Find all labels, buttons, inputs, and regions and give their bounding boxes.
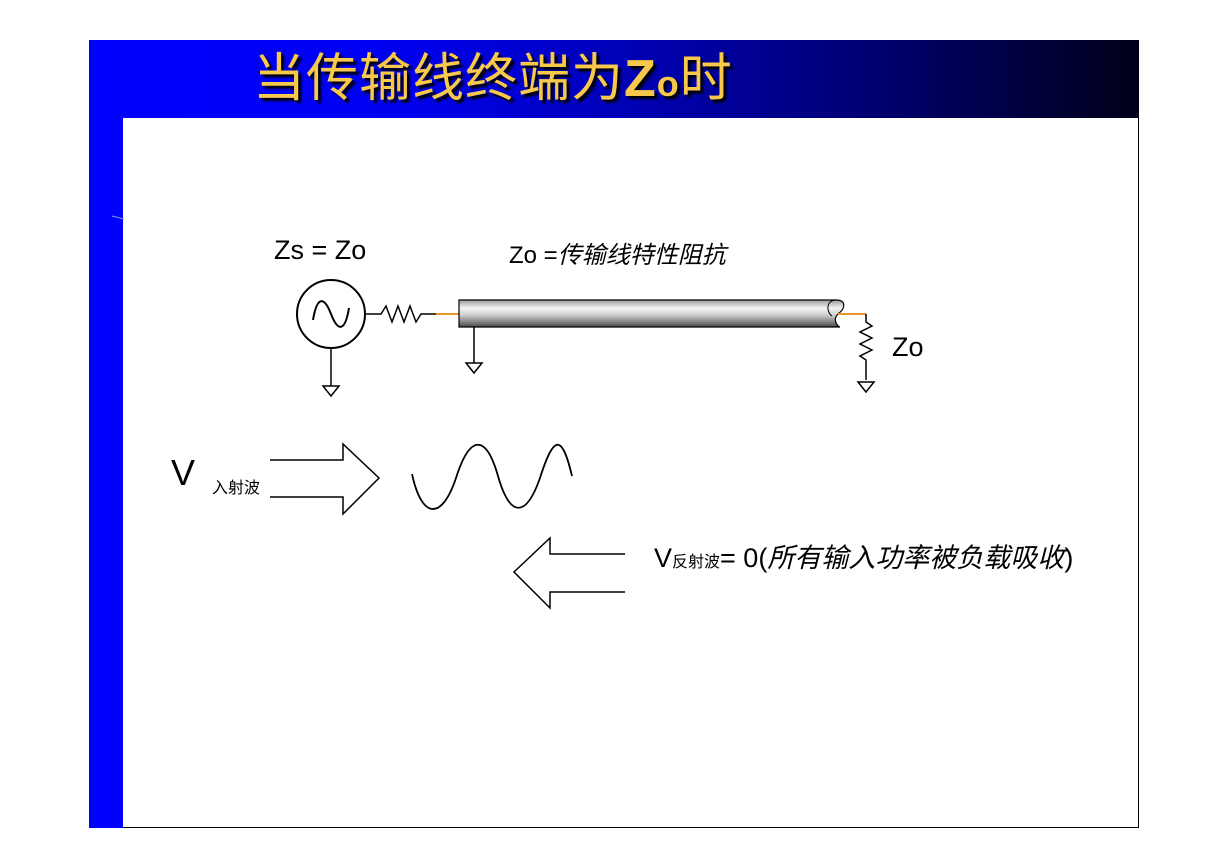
incident-arrow-icon: [270, 442, 381, 516]
reflected-arrow-icon: [512, 536, 625, 610]
source-resistor-icon: [365, 303, 436, 325]
load-resistor-icon: [856, 314, 876, 394]
zo-symbol: Zo =: [509, 242, 558, 269]
source-ground-icon: [321, 348, 341, 398]
reflected-equals: = 0(: [720, 543, 768, 573]
reflected-voltage-label: V反射波= 0(所有输入功率被负载吸收): [654, 541, 1104, 579]
zo-description: 传输线特性阻抗: [557, 241, 726, 269]
source-impedance-label: Zs = Zo: [274, 235, 367, 265]
left-accent-bar: [89, 118, 123, 828]
title-bar: 当传输线终端为Zo时: [89, 40, 1139, 118]
artifact-mark: [111, 215, 125, 220]
reflected-close: ): [1064, 543, 1074, 573]
zo-definition-label: Zo =传输线特性阻抗: [509, 235, 726, 270]
transmission-line-cable: [458, 299, 845, 328]
title-prefix: 当传输线终端为: [253, 49, 625, 109]
title-suffix: 时: [679, 49, 733, 109]
incident-voltage-subscript: 入射波: [212, 478, 261, 497]
line-ground-icon: [464, 327, 484, 375]
reflected-note: 所有输入功率被负载吸收: [767, 543, 1065, 574]
reflected-symbol: V: [654, 543, 673, 573]
title-o: o: [656, 63, 680, 104]
reflected-subscript: 反射波: [672, 552, 721, 571]
title-z: Z: [624, 50, 657, 108]
slide-title: 当传输线终端为Zo时: [253, 42, 733, 116]
incident-voltage-symbol: V: [171, 452, 196, 493]
ac-source-icon: [296, 279, 366, 349]
incident-wave-icon: [411, 443, 573, 510]
load-impedance-label: Zo: [892, 332, 924, 362]
